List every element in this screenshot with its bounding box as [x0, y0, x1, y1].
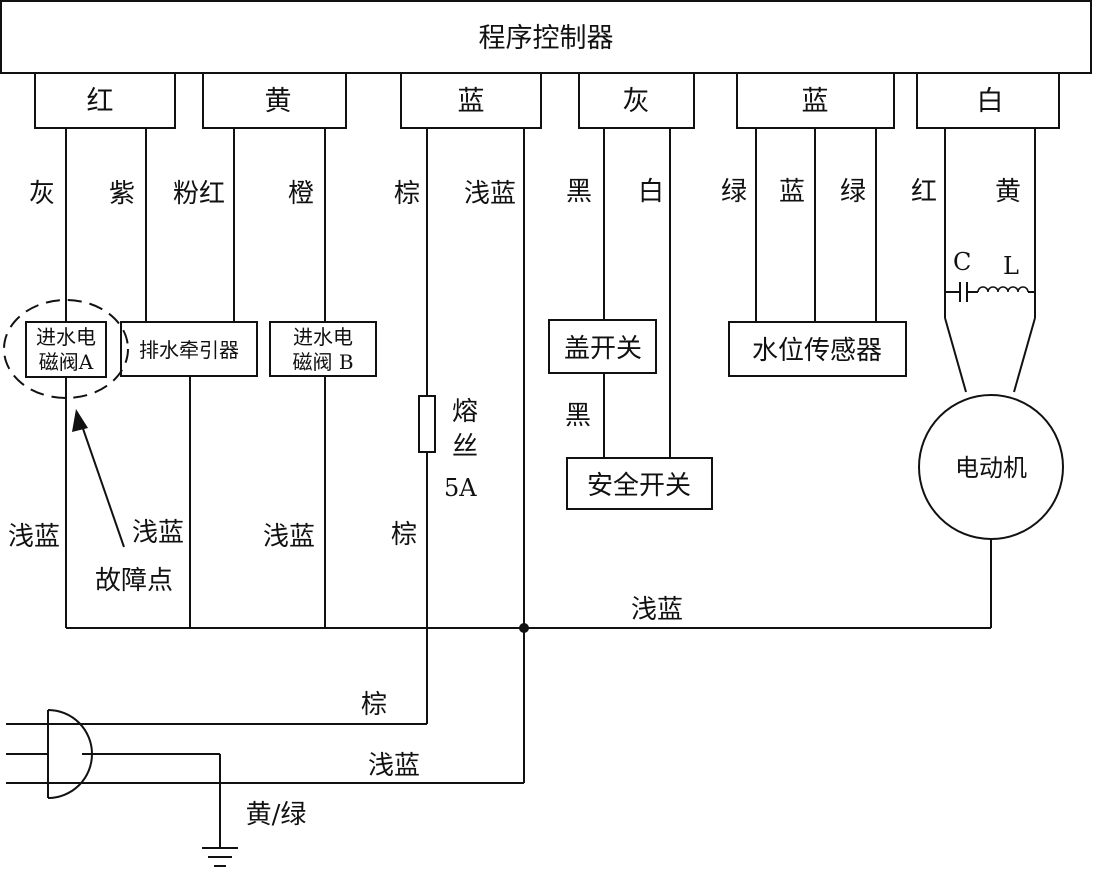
fuse-label-1: 熔: [452, 397, 478, 427]
terminal-white: [916, 72, 1060, 129]
wire-label: 浅蓝: [132, 518, 184, 548]
capacitor-label: C: [953, 248, 971, 276]
safety-switch-label: 安全开关: [587, 471, 691, 501]
level-sensor-box: [728, 321, 907, 377]
terminal-yellow: [202, 72, 347, 129]
valve-b-label-1: 进水电: [293, 325, 353, 349]
drain-actuator-box: [120, 321, 258, 377]
wire-label: 黑: [565, 401, 591, 431]
wire-label: 棕: [361, 690, 387, 720]
valve-b-box: [269, 321, 377, 377]
wire-label: 黑: [566, 177, 592, 207]
wire-label: 棕: [394, 179, 420, 209]
level-sensor-label: 水位传感器: [752, 336, 882, 366]
lid-switch-box: [548, 319, 657, 374]
motor-lead-right: [1013, 317, 1036, 393]
wire-label: 粉红: [173, 179, 225, 209]
motor-lead-left: [944, 317, 967, 393]
terminal-blue-1: [400, 72, 542, 129]
controller-box: [0, 0, 1092, 74]
wire-label: 浅蓝: [631, 595, 683, 625]
controller-label: 程序控制器: [479, 23, 614, 54]
wire-label: 橙: [288, 179, 314, 209]
terminal-label: 灰: [623, 86, 650, 117]
junction-dot: [519, 623, 529, 633]
fault-point-label: 故障点: [95, 566, 173, 596]
wire-label: 浅蓝: [464, 179, 516, 209]
lid-switch-label: 盖开关: [564, 334, 642, 364]
wire-label: 黄: [995, 177, 1021, 207]
terminal-label: 蓝: [802, 86, 829, 117]
fuse: [418, 395, 436, 453]
terminal-gray: [578, 72, 695, 129]
drain-actuator-label: 排水牵引器: [139, 338, 239, 362]
terminal-label: 蓝: [458, 86, 485, 117]
safety-switch-box: [566, 457, 713, 510]
wire-label: 棕: [391, 520, 417, 550]
wire-label: 浅蓝: [8, 522, 60, 552]
terminal-label: 白: [977, 86, 1004, 117]
fuse-rating: 5A: [444, 474, 477, 502]
ground-label: 黄/绿: [246, 800, 307, 830]
wire-label: 红: [911, 177, 937, 207]
fuse-label-2: 丝: [452, 432, 478, 462]
wire-label: 浅蓝: [368, 751, 420, 781]
wire-label: 紫: [109, 179, 135, 209]
fault-arrow-line: [79, 419, 125, 548]
wire-label: 绿: [721, 177, 747, 207]
fault-arrow-head: [72, 409, 88, 432]
valve-a-label-1: 进水电: [36, 325, 96, 349]
wire-label: 蓝: [779, 177, 805, 207]
inductor-label: L: [1003, 252, 1019, 280]
inductor-coil: [977, 286, 1029, 293]
terminal-red: [34, 72, 176, 129]
terminal-label: 黄: [265, 86, 292, 117]
valve-a-box: [25, 321, 107, 378]
wire-label: 灰: [29, 179, 55, 209]
valve-a-label-2: 磁阀A: [39, 350, 94, 374]
motor-label: 电动机: [955, 454, 1027, 482]
wire-label: 白: [638, 177, 664, 207]
wire-label: 浅蓝: [263, 522, 315, 552]
wire-label: 绿: [840, 177, 866, 207]
terminal-blue-2: [736, 72, 895, 129]
fault-circle: [3, 299, 129, 399]
valve-b-label-2: 磁阀 B: [292, 350, 353, 374]
terminal-label: 红: [87, 86, 114, 117]
